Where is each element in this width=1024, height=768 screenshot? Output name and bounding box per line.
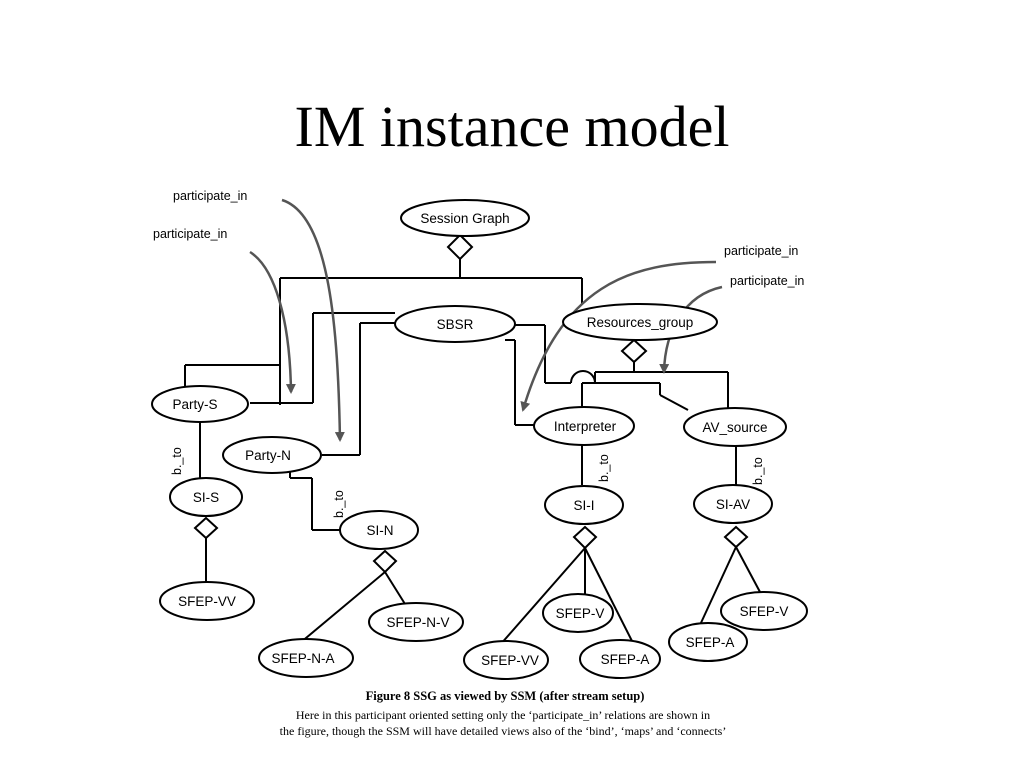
aggregation-diamonds [193,233,749,574]
svg-text:SI-S: SI-S [193,490,219,505]
node-sfep-vv-s: SFEP-VV [159,581,255,621]
node-interpreter: Interpreter [533,406,635,446]
node-sfep-a-av: SFEP-A [668,622,748,662]
participate-arrow [249,250,296,394]
svg-text:SFEP-VV: SFEP-VV [481,653,539,668]
participate-arrow [281,198,345,442]
participate-in-label: participate_in [173,189,247,203]
svg-text:Resources_group: Resources_group [587,315,694,330]
b-to-label: b._to [751,457,765,485]
b-to-label: b._to [332,490,346,518]
svg-text:Party-S: Party-S [172,397,217,412]
participate-in-label: participate_in [153,227,227,241]
svg-text:SFEP-N-A: SFEP-N-A [271,651,334,666]
node-sfep-v-av: SFEP-V [720,591,808,631]
svg-text:SBSR: SBSR [437,317,474,332]
node-sfep-n-v: SFEP-N-V [368,602,464,642]
node-si-s: SI-S [169,477,243,517]
aggregation-diamond [446,233,474,261]
node-party-n: Party-N [222,436,322,474]
participate-in-label: participate_in [724,244,798,258]
svg-text:SFEP-A: SFEP-A [686,635,735,650]
participate-arrow [520,260,717,412]
node-party-s: Party-S [151,385,249,423]
b-to-label: b._to [170,447,184,475]
node-sfep-v-i: SFEP-V [542,593,614,633]
aggregation-diamond [372,549,398,574]
aggregation-diamond [572,525,598,550]
relation-labels: participate_in participate_in participat… [153,189,804,518]
svg-text:SI-N: SI-N [367,523,394,538]
node-si-n: SI-N [339,510,419,550]
slide-title: IM instance model [294,94,730,159]
svg-text:Session Graph: Session Graph [420,211,509,226]
node-sfep-n-a: SFEP-N-A [258,638,354,678]
node-session-graph: Session Graph [400,199,530,237]
node-sfep-vv-i: SFEP-VV [463,640,549,680]
b-to-label: b._to [597,454,611,482]
caption-title: Figure 8 SSG as viewed by SSM (after str… [366,689,645,703]
svg-text:SFEP-N-V: SFEP-N-V [386,615,449,630]
svg-text:SFEP-V: SFEP-V [740,604,789,619]
node-resources-group: Resources_group [562,303,718,341]
node-si-av: SI-AV [693,484,773,524]
svg-text:SFEP-V: SFEP-V [556,606,605,621]
svg-text:SI-I: SI-I [573,498,594,513]
node-si-i: SI-I [544,485,624,525]
svg-text:SFEP-A: SFEP-A [601,652,650,667]
node-sbsr: SBSR [394,305,516,343]
aggregation-diamond [193,516,219,540]
caption-line-2: the figure, though the SSM will have det… [280,724,727,738]
svg-text:Interpreter: Interpreter [554,419,617,434]
aggregation-diamond [620,338,648,364]
node-av-source: AV_source [683,407,787,447]
entity-nodes: Session Graph SBSR Resources_group Party… [151,199,808,680]
svg-text:SFEP-VV: SFEP-VV [178,594,236,609]
participate-in-label: participate_in [730,274,804,288]
svg-text:Party-N: Party-N [245,448,291,463]
node-sfep-a-i: SFEP-A [579,639,661,679]
caption-line-1: Here in this participant oriented settin… [296,708,710,722]
svg-text:AV_source: AV_source [702,420,767,435]
aggregation-diamond [723,525,749,549]
figure-caption: Figure 8 SSG as viewed by SSM (after str… [280,689,727,738]
svg-text:SI-AV: SI-AV [716,497,750,512]
